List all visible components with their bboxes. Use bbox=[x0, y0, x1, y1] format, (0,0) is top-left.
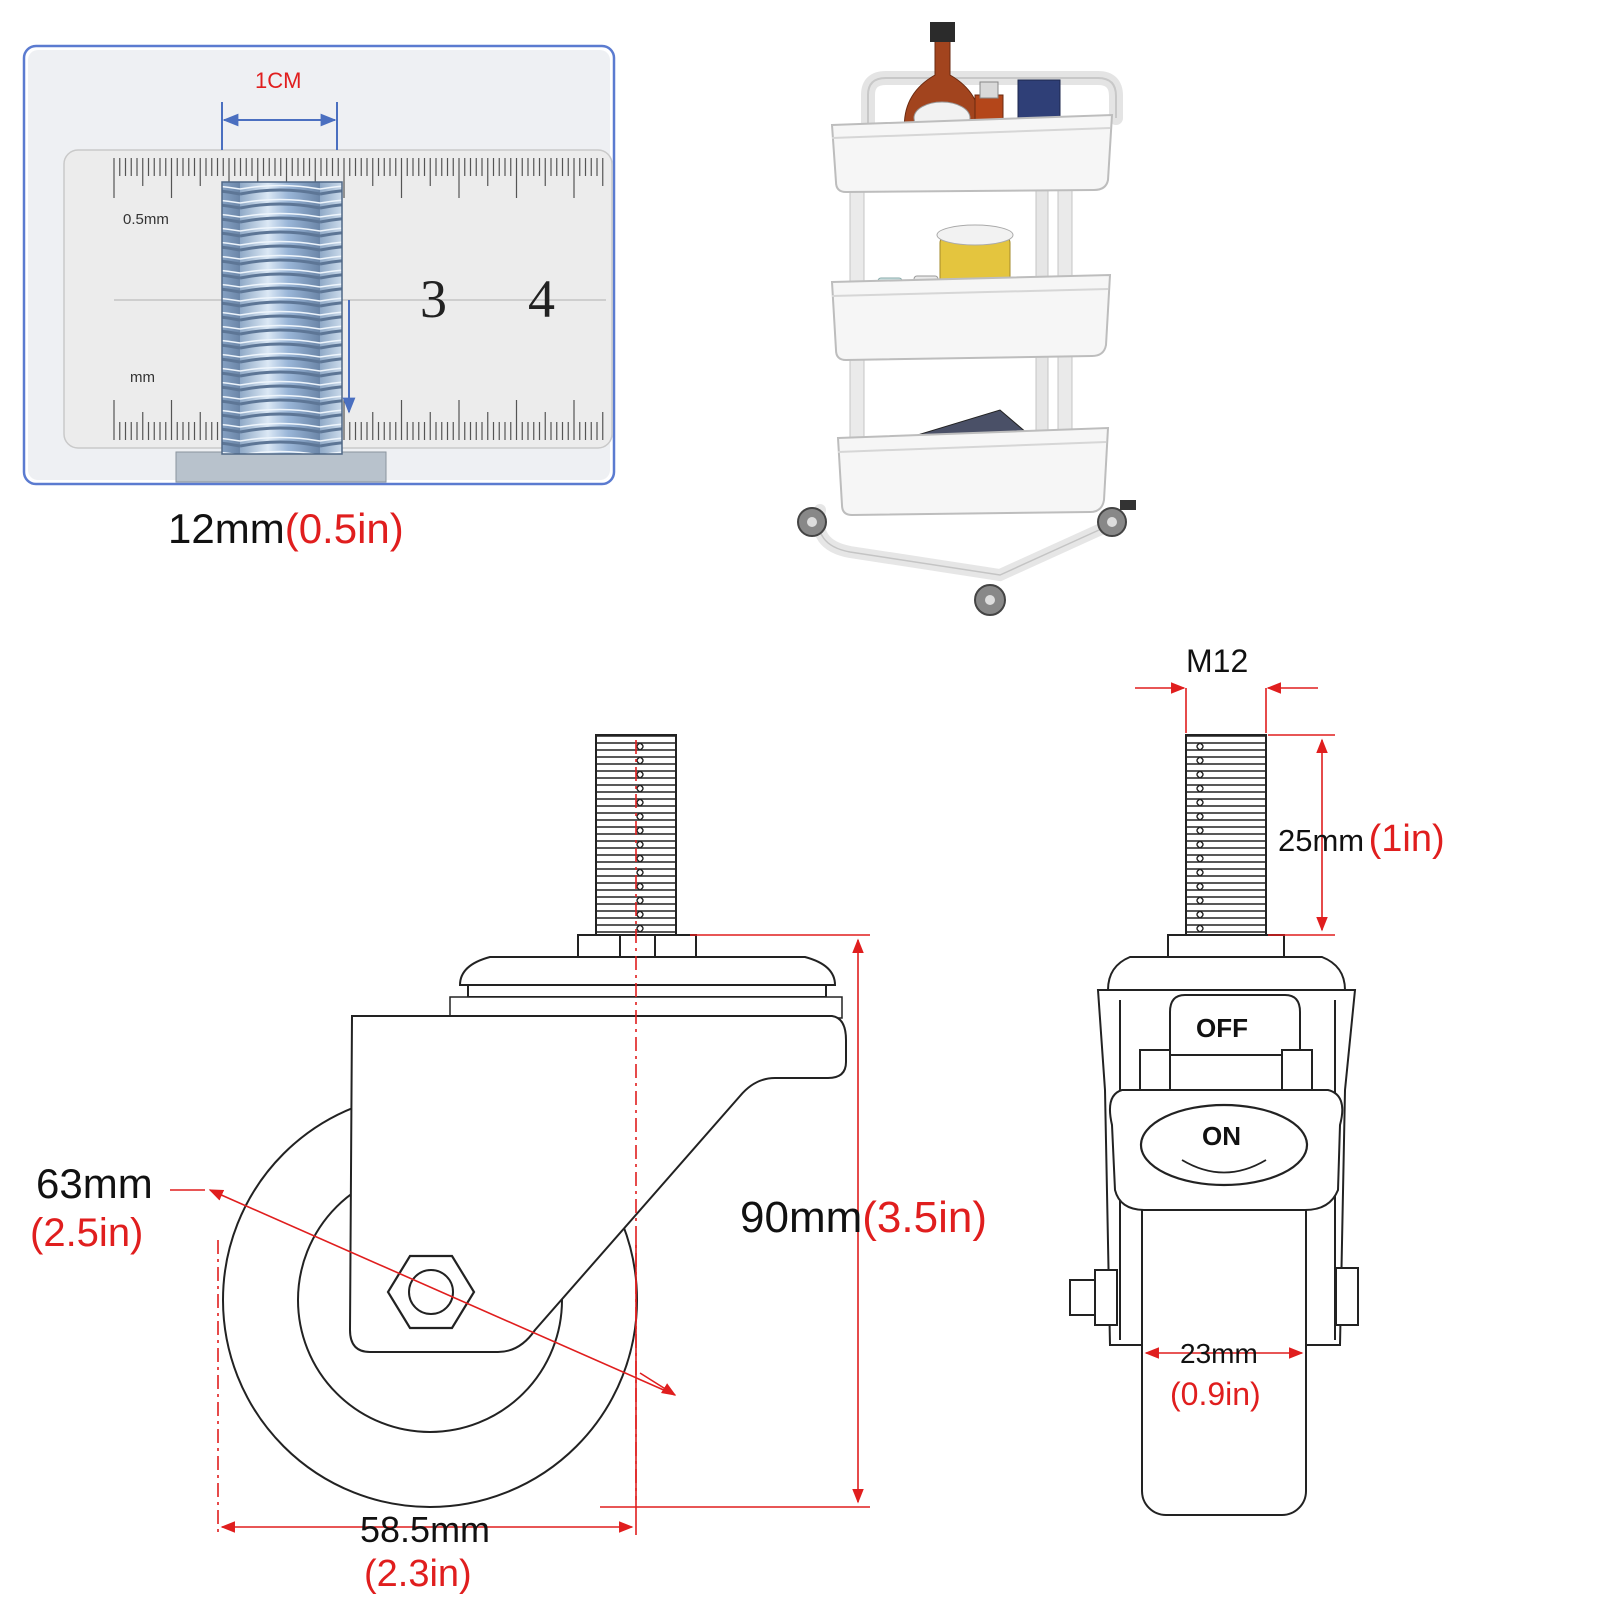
total-height-imperial: (3.5in) bbox=[862, 1193, 987, 1242]
front-top-plate bbox=[1106, 956, 1347, 991]
ruler-digit-four: 4 bbox=[528, 269, 555, 329]
total-height-metric: 90mm bbox=[740, 1193, 863, 1242]
ruler-photo-panel bbox=[22, 44, 616, 486]
stem-length-imperial: (1in) bbox=[1368, 818, 1445, 860]
tread-width-metric: 23mm bbox=[1180, 1338, 1258, 1369]
cart-wheels bbox=[797, 500, 1136, 616]
tread-width-imperial: (0.9in) bbox=[1170, 1376, 1261, 1412]
front-view-dimensions bbox=[1135, 682, 1335, 1359]
ruler-lower-scale-text: mm bbox=[130, 369, 155, 386]
bolt-diameter-metric: 12mm bbox=[168, 505, 285, 552]
thread-size-label: M12 bbox=[1186, 643, 1249, 679]
caster-front-view bbox=[1069, 734, 1359, 1516]
bolt-nut bbox=[175, 451, 387, 483]
side-fork bbox=[348, 1015, 847, 1353]
three-tier-cart-photo bbox=[797, 22, 1136, 616]
bolt-thread bbox=[222, 182, 342, 454]
stem-length-caption: 25mm (1in) bbox=[1278, 820, 1445, 858]
total-height-caption: 90mm(3.5in) bbox=[740, 1196, 987, 1240]
wheel-width-imperial: (2.3in) bbox=[364, 1553, 472, 1595]
cart-bottom-basket bbox=[836, 426, 1110, 517]
front-stem-thread bbox=[1185, 734, 1267, 936]
ruler-ticks bbox=[113, 158, 606, 440]
stem-length-metric: 25mm bbox=[1278, 823, 1365, 858]
wheel-width-metric: 58.5mm bbox=[360, 1509, 491, 1550]
ruler-digit-three: 3 bbox=[420, 269, 447, 329]
brake-on-label: ON bbox=[1202, 1121, 1241, 1151]
bolt-diameter-caption: 12mm(0.5in) bbox=[168, 508, 404, 550]
brake-pedal-on bbox=[1139, 1103, 1309, 1187]
ruler-upper-scale-text: 0.5mm bbox=[123, 211, 169, 228]
side-view-dimensions bbox=[170, 740, 870, 1535]
wheel-diameter-metric: 63mm bbox=[36, 1160, 153, 1207]
cart-top-basket bbox=[830, 113, 1114, 194]
one-cm-label: 1CM bbox=[255, 68, 302, 93]
brake-off-label: OFF bbox=[1196, 1013, 1248, 1043]
wheel-diameter-imperial: (2.5in) bbox=[30, 1211, 144, 1255]
caster-side-view bbox=[222, 734, 847, 1508]
bolt-diameter-imperial: (0.5in) bbox=[284, 505, 404, 552]
side-bearing-ring bbox=[467, 984, 827, 998]
diameter-dimension-line bbox=[208, 1189, 676, 1396]
cart-middle-basket bbox=[830, 273, 1112, 362]
